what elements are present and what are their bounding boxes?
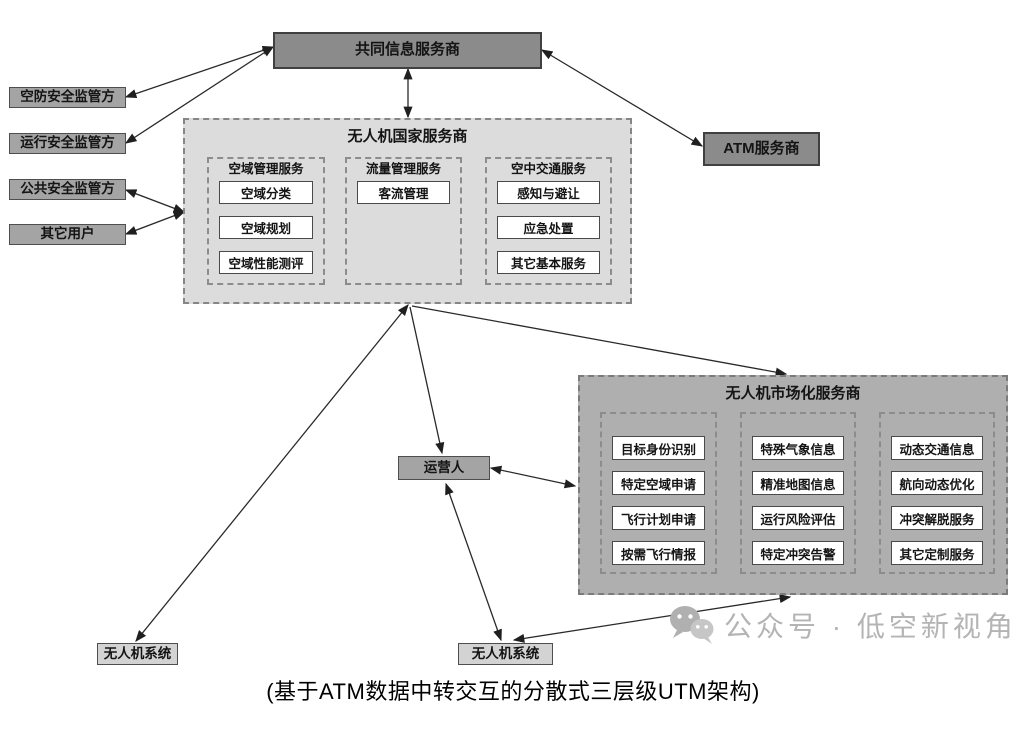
connector-operator-uasright — [445, 482, 502, 642]
connector-common-airdefense — [124, 46, 275, 98]
watermark-text: 公众号 · 低空新视角 — [724, 611, 1017, 642]
node-operator: 运营人 — [398, 456, 490, 480]
node-uas-right: 无人机系统 — [458, 643, 553, 665]
service-item: 感知与避让 — [497, 181, 600, 204]
node-atm-provider: ATM服务商 — [703, 132, 820, 166]
service-item: 按需飞行情报 — [612, 541, 705, 565]
service-item: 动态交通信息 — [891, 436, 983, 460]
service-item: 空域性能测评 — [219, 251, 313, 274]
service-item: 特定冲突告警 — [752, 541, 844, 565]
node-other-users: 其它用户 — [9, 224, 126, 245]
service-item: 冲突解脱服务 — [891, 506, 983, 530]
service-item: 特殊气象信息 — [752, 436, 844, 460]
column-air-traffic-services: 空中交通服务 感知与避让应急处置其它基本服务 — [485, 157, 612, 285]
column-market-3: 动态交通信息航向动态优化冲突解脱服务其它定制服务 — [879, 412, 995, 574]
service-item: 运行风险评估 — [752, 506, 844, 530]
connector-national-uasleft — [135, 303, 409, 643]
service-item: 其它定制服务 — [891, 541, 983, 565]
node-common-info-provider: 共同信息服务商 — [273, 32, 542, 69]
service-item: 航向动态优化 — [891, 471, 983, 495]
column-market-1: 目标身份识别特定空域申请飞行计划申请按需飞行情报 — [600, 412, 717, 574]
service-item: 特定空域申请 — [612, 471, 705, 495]
service-item: 空域分类 — [219, 181, 313, 204]
column-flow-management: 流量管理服务 客流管理 — [345, 157, 462, 285]
service-item: 客流管理 — [357, 181, 450, 204]
watermark: 公众号 · 低空新视角 — [668, 604, 1017, 646]
column-header: 空中交通服务 — [510, 162, 586, 176]
panel-title-market: 无人机市场化服务商 — [725, 385, 861, 402]
service-item: 应急处置 — [497, 216, 600, 239]
connector-national-operator — [409, 306, 445, 455]
column-header: 流量管理服务 — [365, 162, 441, 176]
connector-national-market — [411, 305, 788, 377]
service-item: 精准地图信息 — [752, 471, 844, 495]
node-operation-safety-regulator: 运行安全监管方 — [9, 133, 126, 154]
connector-national-publicsafety — [124, 189, 186, 213]
node-air-defense-regulator: 空防安全监管方 — [9, 87, 126, 108]
caption: (基于ATM数据中转交互的分散式三层级UTM架构) — [266, 679, 760, 704]
column-header: 空域管理服务 — [228, 162, 304, 176]
panel-market-provider: 无人机市场化服务商 目标身份识别特定空域申请飞行计划申请按需飞行情报 特殊气象信… — [578, 375, 1008, 595]
node-public-safety-regulator: 公共安全监管方 — [9, 179, 126, 200]
node-uas-left: 无人机系统 — [97, 643, 178, 665]
service-item: 目标身份识别 — [612, 436, 705, 460]
panel-national-provider: 无人机国家服务商 空域管理服务 空域分类空域规划空域性能测评 流量管理服务 客流… — [183, 118, 632, 304]
column-market-2: 特殊气象信息精准地图信息运行风险评估特定冲突告警 — [740, 412, 856, 574]
service-item: 飞行计划申请 — [612, 506, 705, 530]
connector-operator-market — [489, 465, 577, 489]
wechat-icon — [670, 606, 714, 644]
column-airspace-management: 空域管理服务 空域分类空域规划空域性能测评 — [207, 157, 325, 285]
service-item: 空域规划 — [219, 216, 313, 239]
panel-title-national: 无人机国家服务商 — [347, 128, 468, 145]
connector-national-otherusers — [124, 211, 186, 235]
service-item: 其它基本服务 — [497, 251, 600, 274]
